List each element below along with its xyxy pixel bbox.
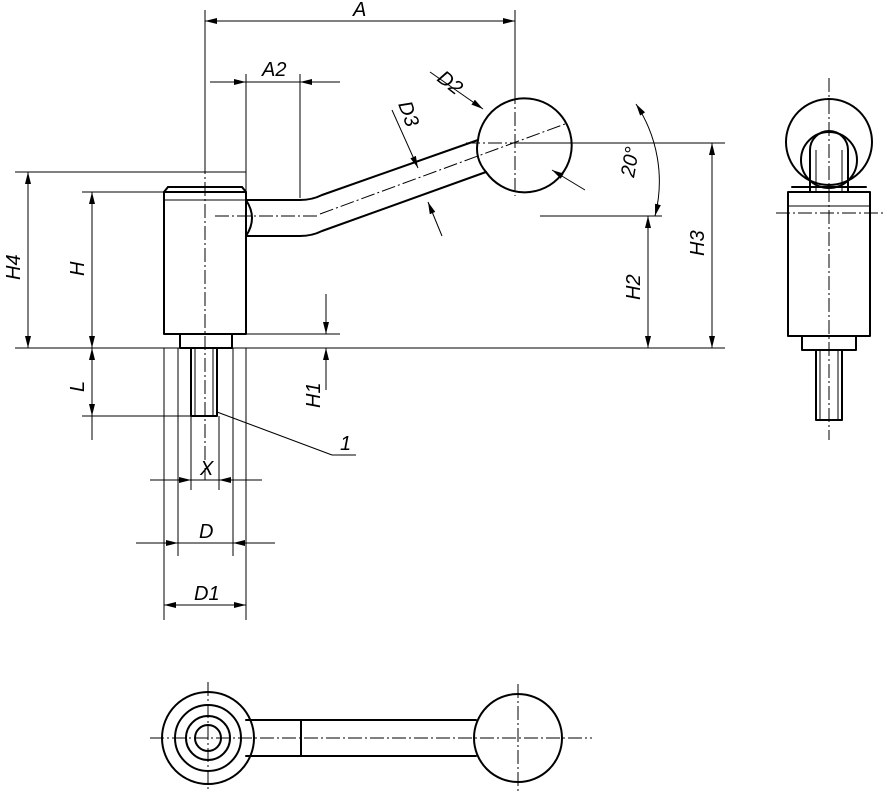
- item-label-1: 1: [340, 433, 351, 455]
- hub-shoulder: [179, 333, 233, 349]
- top-view: [150, 682, 592, 791]
- dim-label-h3: H3: [687, 230, 709, 256]
- ball-knob: [477, 97, 573, 194]
- dim-label-h4: H4: [3, 254, 25, 280]
- lever-arm-end: [245, 199, 253, 237]
- dim-label-l: L: [67, 381, 89, 392]
- dim-label-h2: H2: [623, 274, 645, 300]
- dim-label-angle: 20°: [617, 145, 644, 180]
- lever-arm-upper: [245, 139, 479, 201]
- dim-label-h1: H1: [303, 382, 325, 408]
- dim-label-d1: D1: [194, 583, 220, 605]
- dim-label-a2: A2: [261, 59, 286, 81]
- dim-label-d3: D3: [393, 98, 422, 130]
- dim-label-d2: D2: [433, 67, 467, 100]
- side-view: [776, 78, 884, 440]
- top-lever-arm: [245, 719, 477, 757]
- dim-label-h: H: [67, 261, 89, 276]
- front-view: [163, 90, 573, 480]
- dim-label-d: D: [199, 521, 213, 543]
- dimensions: A A2 D2 D3 20° H4 H L: [3, 0, 725, 620]
- dim-label-a: A: [352, 0, 366, 21]
- lever-arm-lower: [245, 171, 487, 237]
- dim-label-x: X: [199, 458, 214, 480]
